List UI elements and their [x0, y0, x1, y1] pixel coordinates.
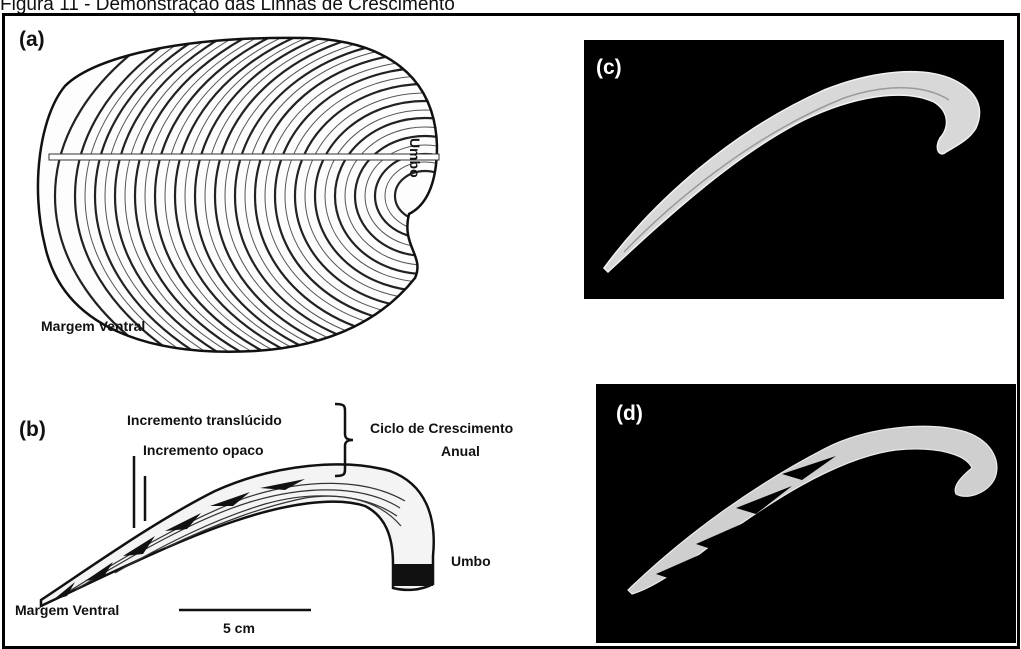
translucent-increment-label: Incremento translúcido — [127, 412, 282, 428]
panel-label-d: (d) — [616, 402, 643, 426]
annual-cycle-label-line1: Ciclo de Crescimento — [370, 420, 513, 436]
section-photo-c — [584, 40, 1004, 299]
photo-panel-c: (c) — [584, 40, 1004, 299]
panel-label-c: (c) — [596, 56, 622, 80]
scale-bar-label: 5 cm — [223, 620, 255, 636]
panel-label-a: (a) — [19, 28, 45, 52]
section-photo-d — [596, 384, 1016, 643]
panel-label-b: (b) — [19, 418, 46, 442]
photo-panel-d: (d) — [596, 384, 1016, 643]
umbo-label-a: Umbo — [407, 138, 423, 178]
umbo-label-b: Umbo — [451, 553, 491, 569]
opaque-increment-label: Incremento opaco — [143, 442, 264, 458]
annual-cycle-label-line2: Anual — [441, 443, 480, 459]
ventral-margin-label-a: Margem Ventral — [41, 318, 145, 334]
figure-frame: (c) (d) (a) Umbo Margem Ventral (b) Incr… — [2, 13, 1020, 649]
ventral-margin-label-b: Margem Ventral — [15, 602, 119, 618]
section-outline — [41, 464, 434, 606]
